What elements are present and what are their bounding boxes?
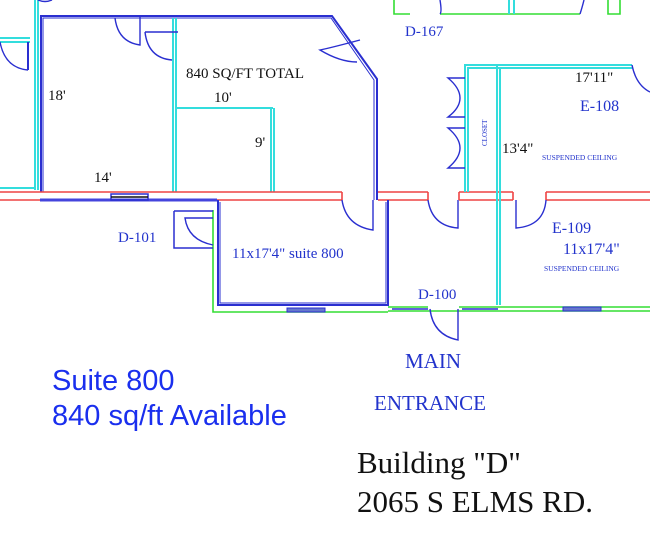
building-name: Building "D" bbox=[357, 445, 521, 480]
room-e109-dimension: 11x17'4" bbox=[563, 241, 620, 258]
available-area: 840 sq/ft Available bbox=[52, 400, 287, 432]
entrance-label: ENTRANCE bbox=[374, 391, 486, 415]
suite-title: Suite 800 bbox=[52, 365, 175, 397]
dimension-17-11: 17'11" bbox=[575, 70, 613, 86]
dimension-10: 10' bbox=[214, 90, 232, 106]
room-e108-label: E-108 bbox=[580, 98, 619, 115]
left-room-walls bbox=[0, 0, 53, 190]
room-d101-label: D-101 bbox=[118, 230, 156, 246]
dimension-14: 14' bbox=[94, 170, 112, 186]
total-area-label: 840 SQ/FT TOTAL bbox=[186, 66, 304, 82]
window-icon bbox=[286, 307, 326, 313]
suite-room-walls bbox=[173, 199, 389, 313]
suspended-ceiling-e108: SUSPENDED CEILING bbox=[542, 153, 618, 162]
room-d100-label: D-100 bbox=[418, 287, 456, 303]
dimension-13-4: 13'4" bbox=[502, 141, 533, 157]
room-d167-walls bbox=[393, 0, 621, 15]
closet-label: CLOSET bbox=[481, 119, 489, 146]
corridor-walls bbox=[0, 191, 650, 202]
main-label: MAIN bbox=[405, 349, 461, 373]
dimension-18: 18' bbox=[48, 88, 66, 104]
suspended-ceiling-e109: SUSPENDED CEILING bbox=[544, 264, 620, 273]
room-d167-label: D-167 bbox=[405, 24, 444, 40]
east-rooms-walls bbox=[388, 64, 650, 341]
suite-room-label: 11x17'4" suite 800 bbox=[232, 246, 344, 262]
room-e109-label: E-109 bbox=[552, 220, 591, 237]
suite-800-walls bbox=[40, 15, 378, 200]
window-icon bbox=[562, 306, 602, 312]
dimension-9: 9' bbox=[255, 135, 266, 151]
building-address: 2065 S ELMS RD. bbox=[357, 484, 593, 519]
